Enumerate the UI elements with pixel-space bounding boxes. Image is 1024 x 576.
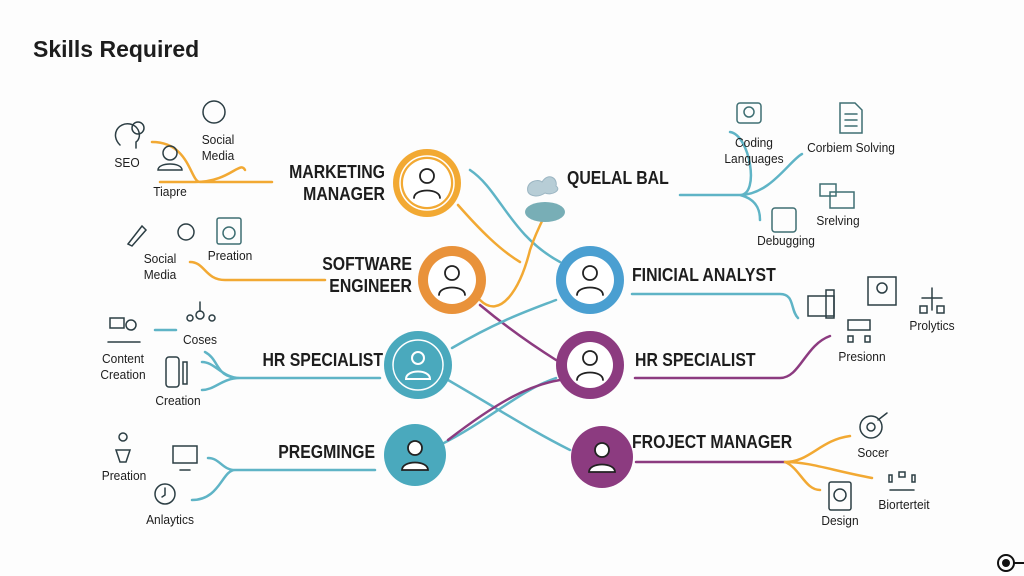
face-icon (177, 223, 195, 241)
role-hr-specialist-right: HR SPECIALIST (635, 350, 756, 370)
node-project-manager[interactable] (571, 426, 633, 488)
link-hr-fin (450, 298, 558, 350)
skill-presionn: Presionn (838, 349, 886, 364)
skill-socer: Socer (857, 445, 889, 460)
connector-hr-right (633, 334, 832, 380)
printer-icon (807, 289, 835, 319)
role-quelal-bal: QUELAL BAL (567, 168, 669, 188)
link-marketing (456, 203, 522, 264)
people-icon (107, 317, 141, 343)
clock-icon (154, 483, 176, 505)
skill-seo: SEO (114, 155, 140, 170)
link-software-hr (478, 303, 558, 362)
skill-creation: Creation (155, 393, 201, 408)
node-marketing-manager[interactable] (393, 149, 461, 217)
person-icon (404, 351, 432, 380)
link-software (478, 213, 547, 308)
connectors (150, 130, 874, 502)
team-icon (114, 432, 132, 463)
connector-hr-left (200, 350, 382, 392)
pen-icon (126, 224, 148, 247)
person-icon (157, 145, 183, 171)
skill-prolytics: Prolytics (909, 318, 955, 333)
logo-icon (997, 554, 1024, 572)
role-hr-specialist-left: HR SPECIALIST (262, 350, 383, 370)
link-preg-hr (438, 376, 558, 447)
node-pregminge[interactable] (384, 424, 446, 486)
skill-srelving: Srelving (816, 213, 860, 228)
seo-badge-icon (202, 100, 226, 124)
portrait-frame-icon (867, 276, 897, 306)
person-icon (413, 168, 441, 199)
link-blob (468, 168, 562, 264)
skill-debugging: Debugging (757, 233, 815, 248)
connector-finicial (630, 292, 800, 320)
person-icon (588, 442, 616, 473)
clipboard-face-icon (828, 481, 852, 511)
role-project-manager: FROJECT MANAGER (632, 432, 793, 452)
connector-marketing (150, 140, 274, 184)
org-chart-icon (847, 319, 871, 343)
connector-quelal (678, 130, 804, 222)
org-structure-icon (888, 471, 916, 491)
skill-corbiem-solving: Corbiem Solving (807, 140, 895, 155)
skill-coses: Coses (183, 332, 217, 347)
person-icon (401, 440, 429, 471)
clipboard-icon (771, 207, 797, 233)
connector-software (188, 260, 327, 282)
document-icon (839, 102, 863, 134)
connector-project-skills (783, 434, 874, 492)
role-finicial-analyst: FINICIAL ANALYST (632, 265, 776, 285)
link-hr-project (446, 378, 572, 452)
role-pregminge: PREGMINGE (278, 442, 375, 462)
skill-design: Design (821, 513, 859, 528)
cards-icon (819, 183, 855, 209)
skill-preation-2: Preation (101, 468, 147, 483)
skill-tiapre: Tiapre (153, 184, 187, 199)
link-preg-hr2 (446, 378, 562, 442)
target-icon (859, 412, 888, 439)
phone-icon (165, 356, 188, 388)
node-finicial-analyst[interactable] (556, 246, 624, 314)
node-quelal-bal[interactable] (525, 176, 565, 222)
calculator-icon (216, 217, 242, 245)
cloud-icon (527, 176, 559, 197)
head-gear-icon (114, 121, 145, 149)
network-icon (186, 301, 216, 322)
person-icon (438, 265, 466, 296)
skill-preation-1: Preation (207, 248, 253, 263)
node-hr-specialist-left[interactable] (384, 331, 452, 399)
skill-biorterteit: Biorterteit (878, 497, 930, 512)
node-hr-specialist-right[interactable] (556, 331, 624, 399)
person-icon (576, 265, 604, 296)
node-software-engineer[interactable] (418, 246, 486, 314)
coding-icon (736, 102, 762, 124)
scales-icon (919, 287, 945, 314)
monitor-icon (172, 445, 198, 471)
skill-anlaytics: Anlaytics (146, 512, 194, 527)
person-icon (576, 350, 604, 381)
page-title: Skills Required (33, 36, 200, 62)
connector-pregminge (190, 456, 377, 502)
